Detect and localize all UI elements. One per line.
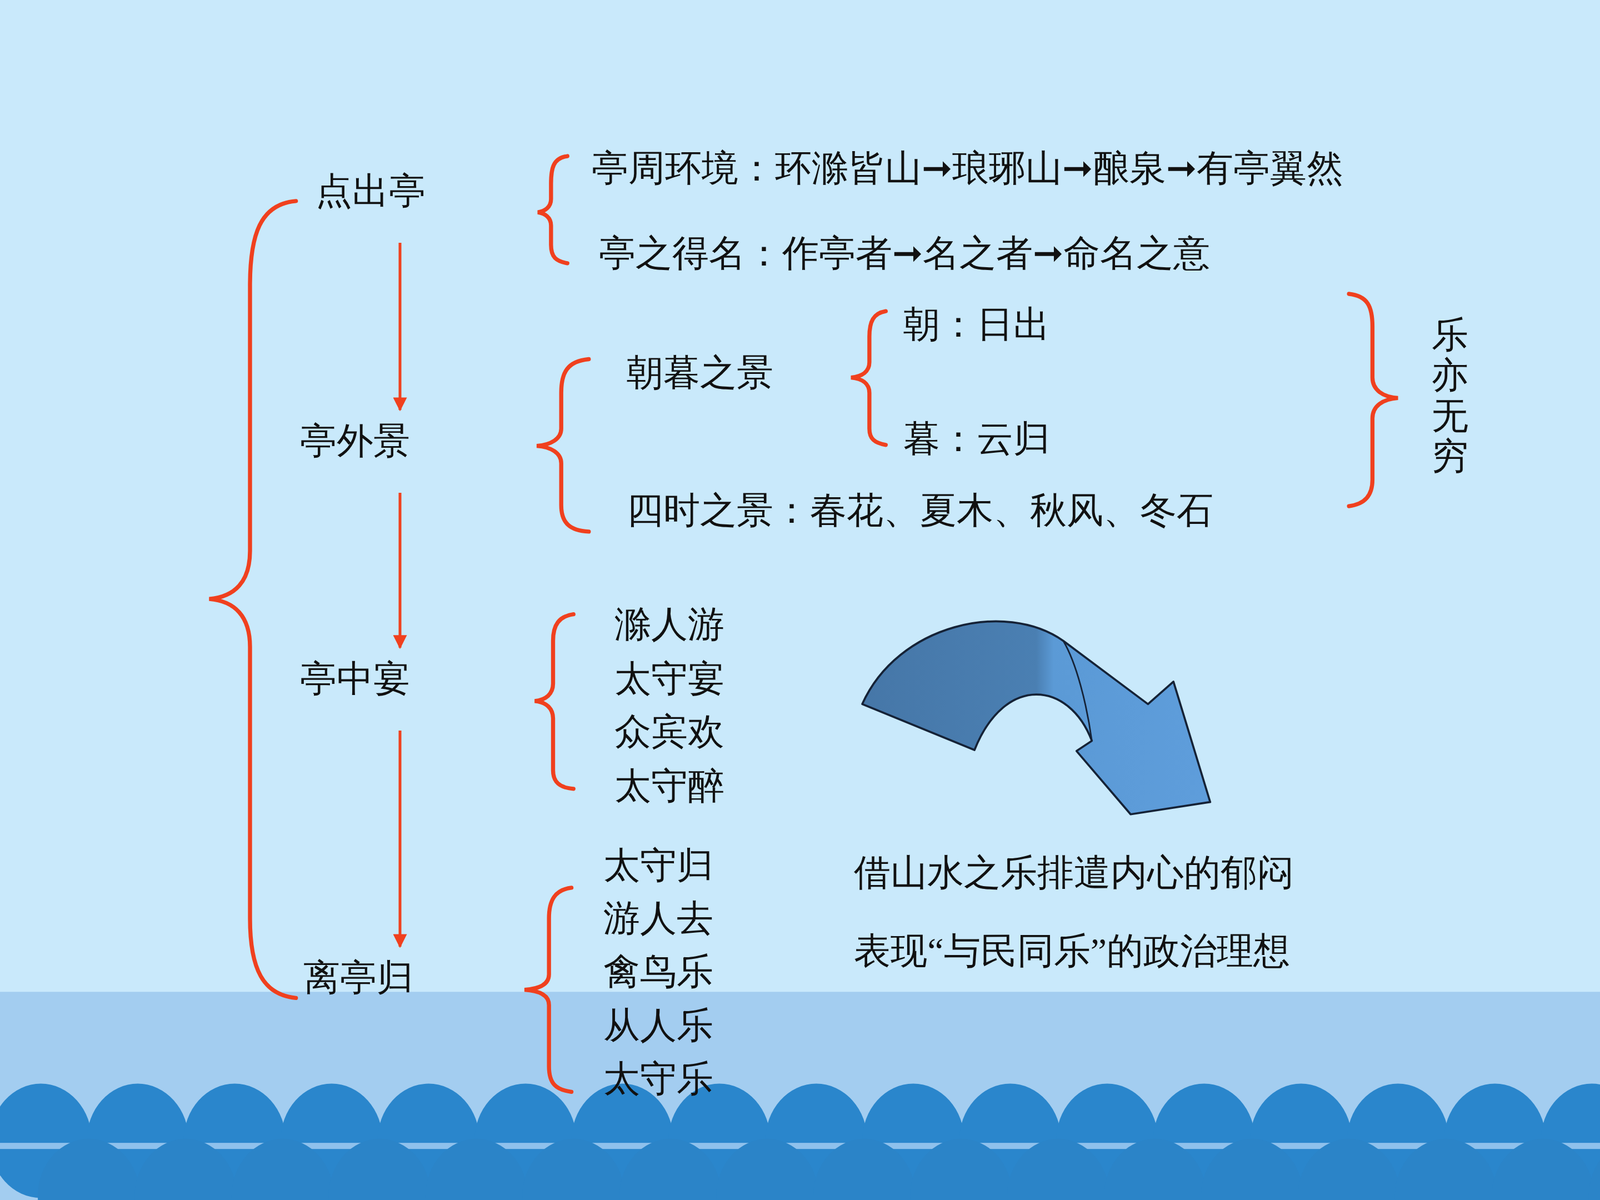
wave [1201, 1138, 1304, 1200]
topic-text: 亭中宴 [300, 656, 410, 701]
scene-item: 朝：日出 [903, 302, 1050, 347]
wave [425, 1138, 528, 1200]
event-item: 从人乐 [603, 1003, 714, 1048]
scene-item: 暮：云归 [903, 416, 1050, 461]
vertical-note: 乐亦无穷 [1431, 315, 1469, 477]
event-item: 众宾欢 [614, 709, 725, 754]
wave [813, 1138, 916, 1200]
note-line: 亭之得名：作亭者➞名之者➞命名之意 [598, 231, 1210, 275]
brace-lines [209, 156, 1399, 1092]
summary-text: 借山水之乐排遣内心的郁闷 [853, 850, 1294, 895]
wave [716, 1138, 819, 1200]
wave [37, 1138, 140, 1200]
event-item: 滁人游 [614, 602, 725, 647]
wave [328, 1138, 431, 1200]
event-item: 太守醉 [614, 763, 725, 808]
topic-text: 点出亭 [315, 168, 426, 213]
topic-node: 亭中宴 [296, 654, 414, 703]
topic-node: 亭外景 [296, 416, 414, 465]
event-item: 游人去 [603, 896, 714, 940]
wave [134, 1138, 237, 1200]
event-item: 太守宴 [614, 656, 725, 701]
topic-text: 亭外景 [300, 418, 410, 463]
wave [1395, 1138, 1498, 1200]
wave [1297, 1138, 1400, 1200]
note-line: 亭周环境：环滁皆山➞琅琊山➞酿泉➞有亭翼然 [591, 146, 1344, 190]
wave [619, 1138, 722, 1200]
sub-topic: 朝暮之景 [626, 350, 774, 395]
wave [522, 1138, 625, 1200]
event-item: 禽鸟乐 [603, 949, 714, 994]
wave [1007, 1138, 1110, 1200]
sub-topic: 四时之景：春花、夏木、秋风、冬石 [626, 488, 1214, 533]
wave [1491, 1138, 1594, 1200]
event-item: 太守乐 [603, 1056, 714, 1101]
flow-arrow [398, 242, 402, 410]
flow-arrow [398, 492, 402, 648]
event-item: 太守归 [603, 843, 714, 888]
topic-node: 点出亭 [312, 166, 429, 215]
wave-pattern [0, 1083, 1600, 1200]
wave [910, 1138, 1013, 1200]
flow-arrow [398, 730, 402, 947]
topic-node: 离亭归 [300, 953, 417, 1002]
arrow-fold [1063, 640, 1092, 741]
wave [1103, 1138, 1207, 1200]
wave [231, 1138, 334, 1200]
summary-text: 表现“与民同乐”的政治理想 [853, 928, 1290, 973]
curved-arrow [862, 621, 1210, 814]
topic-text: 离亭归 [303, 955, 414, 1000]
wave [1588, 1138, 1600, 1200]
